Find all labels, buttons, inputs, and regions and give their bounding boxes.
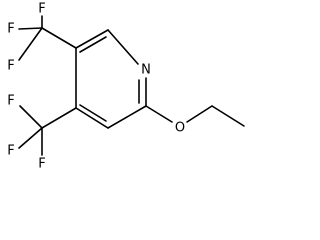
fluorine-label: F (7, 94, 14, 109)
bond-o-ch2 (186, 105, 213, 123)
bond-c4-cf3 (41, 107, 77, 129)
oxygen-label: O (175, 121, 185, 136)
ethoxy-group: O (145, 105, 245, 136)
bond-c6-n (107, 29, 139, 65)
bond-cf3-f2 (18, 27, 43, 30)
fluorine-label: F (38, 157, 45, 172)
bond-c3-c4 (75, 107, 109, 129)
bond-c2-c3 (107, 105, 147, 129)
chemical-structure-diagram: F F F F F F O N (7, 2, 245, 172)
bond-c5-cf3 (41, 27, 77, 49)
pyridine-ring (75, 29, 147, 129)
trifluoromethyl-group-lower: F F F (7, 94, 77, 172)
bond-cf3-f5 (18, 127, 43, 149)
bond-c3-c4-double (79, 104, 107, 122)
trifluoromethyl-group-upper: F F F (7, 2, 77, 74)
bond-c6-c5-double (79, 36, 107, 53)
bond-c6-c5 (75, 29, 109, 49)
fluorine-label: F (7, 144, 14, 159)
bond-cf3-f4 (19, 105, 43, 129)
fluorine-label: F (7, 59, 14, 74)
bond-c2-o (145, 105, 173, 123)
bond-cf3-f3 (18, 27, 43, 61)
nitrogen-label: N (141, 63, 151, 78)
fluorine-label: F (7, 22, 14, 37)
fluorine-label: F (38, 2, 45, 17)
bond-ch2-ch3 (211, 105, 245, 127)
